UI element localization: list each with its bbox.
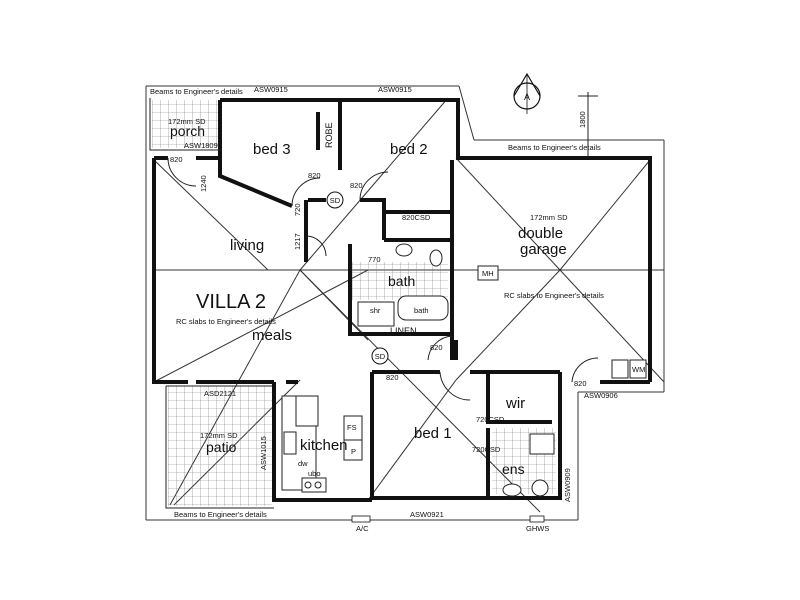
bath-fixtures <box>357 243 647 497</box>
dim-820csd: 820CSD <box>402 213 431 222</box>
note-beams-bottom: Beams to Engineer's details <box>174 510 267 519</box>
window-asw0921: ASW0921 <box>410 510 444 519</box>
porch-tiles <box>152 100 220 148</box>
room-label-garage-2: garage <box>520 241 567 258</box>
room-label-ens: ens <box>502 461 525 477</box>
dim-1217: 1217 <box>293 233 302 250</box>
patio-tiles <box>168 386 272 506</box>
note-rc-slabs-main: RC slabs to Engineer's details <box>176 317 276 326</box>
dim-820-porch: 820 <box>170 155 183 164</box>
dim-1800-label: 1800 <box>578 111 587 128</box>
plan-title: VILLA 2 <box>196 291 266 313</box>
note-beams-garage: Beams to Engineer's details <box>508 143 601 152</box>
ac-unit <box>351 515 371 523</box>
room-label-garage-1: double <box>518 225 563 242</box>
door-asd2121: ASD2121 <box>204 389 236 398</box>
roof-lines <box>145 85 665 521</box>
room-label-porch: porch <box>170 123 205 139</box>
smoke-detector-1 <box>326 191 344 209</box>
fixture-p: P <box>351 447 356 456</box>
room-label-wir: wir <box>505 395 525 412</box>
note-rc-slabs-garage: RC slabs to Engineer's details <box>504 291 604 300</box>
north-label: A <box>524 92 530 102</box>
fixture-ubo: ubo <box>308 469 321 478</box>
fixture-fs: FS <box>347 423 357 432</box>
room-label-meals: meals <box>252 327 292 344</box>
dim-820-bed1: 820 <box>386 373 399 382</box>
note-sd-garage: 172mm SD <box>530 213 568 222</box>
walls <box>149 98 652 509</box>
smoke-detector-2-label: SD <box>375 352 386 361</box>
window-asw0906: ASW0906 <box>584 391 618 400</box>
fixture-shr: shr <box>370 306 381 315</box>
window-asw1809: ASW1809 <box>184 141 218 150</box>
note-sd-patio: 172mm SD <box>200 431 238 440</box>
dim-820-bed2: 820 <box>350 181 363 190</box>
smoke-detector-2 <box>371 347 389 365</box>
fixture-ghws: GHWS <box>526 524 549 533</box>
dim-820-bed3: 820 <box>308 171 321 180</box>
bath-tiles <box>352 262 448 300</box>
fixture-dw: dw <box>298 459 308 468</box>
window-asw0915-right: ASW0915 <box>378 85 412 94</box>
room-label-bed2: bed 2 <box>390 141 428 158</box>
room-label-bath: bath <box>388 273 415 289</box>
room-label-robe: ROBE <box>324 122 334 148</box>
window-asw0915-left: ASW0915 <box>254 85 288 94</box>
room-label-kitchen: kitchen <box>300 437 348 454</box>
note-sd-porch: 172mm SD <box>168 117 206 126</box>
window-asw0909: ASW0909 <box>563 468 572 502</box>
room-label-bed3: bed 3 <box>253 141 291 158</box>
dim-820-garage: 820 <box>574 379 587 388</box>
window-asw1015: ASW1015 <box>259 436 268 470</box>
dim-720csd-ens: 720CSD <box>472 445 501 454</box>
room-label-living: living <box>230 237 264 254</box>
dim-770: 770 <box>368 255 381 264</box>
dim-820-hall: 820 <box>430 343 443 352</box>
dim-720: 720 <box>293 203 302 216</box>
room-label-bed1: bed 1 <box>414 425 452 442</box>
ghws-unit <box>529 515 545 523</box>
fixture-mh: MH <box>482 269 494 278</box>
dim-1800: 1800 <box>578 92 598 158</box>
note-beams-top: Beams to Engineer's details <box>150 87 243 96</box>
dim-720csd-wir: 720CSD <box>476 415 505 424</box>
door-swings <box>167 157 599 401</box>
kitchen-fixtures <box>281 395 363 493</box>
fixture-bath-tub: bath <box>414 306 429 315</box>
north-arrow: A <box>513 72 541 114</box>
smoke-detector-1-label: SD <box>330 196 341 205</box>
dim-1240: 1240 <box>199 175 208 192</box>
room-label-linen: LINEN <box>390 326 417 336</box>
fixture-wm: WM <box>632 365 645 374</box>
room-label-patio: patio <box>206 439 237 455</box>
fixture-ac: A/C <box>356 524 369 533</box>
